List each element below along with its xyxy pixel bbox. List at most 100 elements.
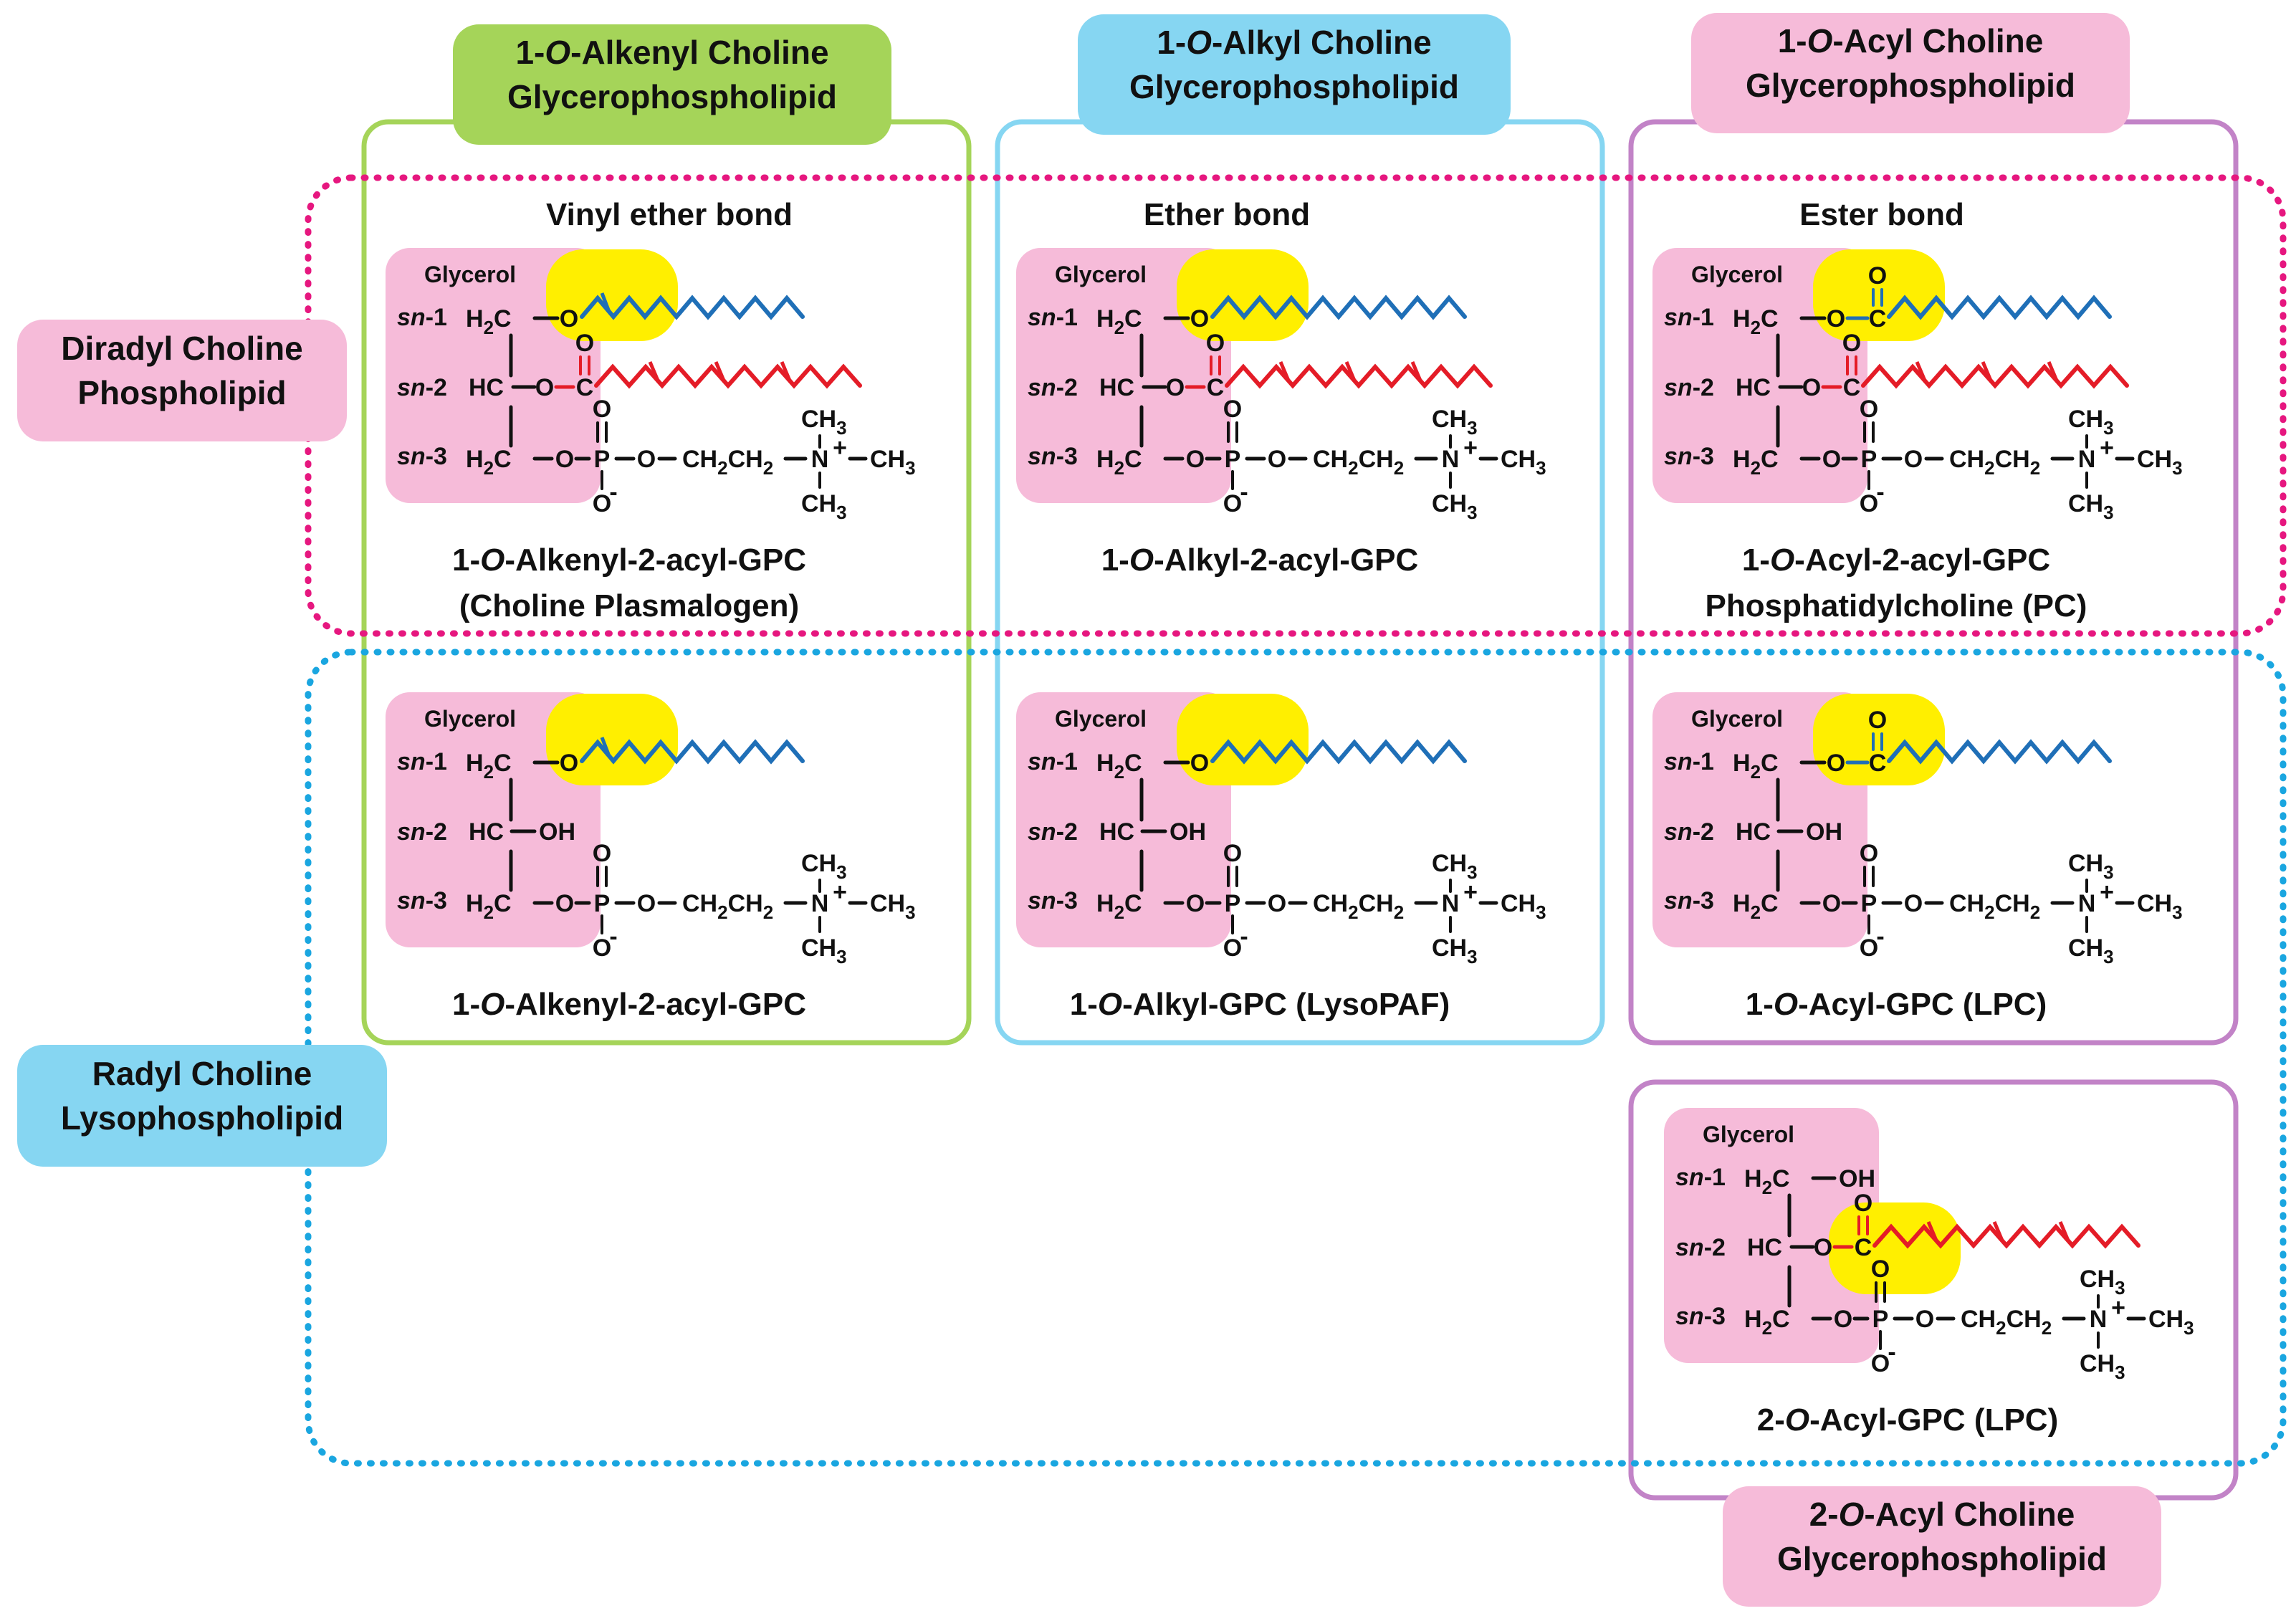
- molecule-name: 2-O-Acyl-GPC (LPC): [1757, 1402, 2058, 1438]
- glycerol-box: [1652, 692, 1867, 947]
- text-part: CH: [801, 934, 836, 962]
- text-part: H: [466, 890, 484, 917]
- sn-number: -3: [1693, 443, 1714, 470]
- phosphorus: P: [1861, 446, 1878, 473]
- text-part: CH: [1949, 890, 1984, 917]
- nitrogen: N: [1442, 890, 1460, 917]
- text-part: CH: [728, 446, 763, 473]
- name-part: -Alkyl Choline: [1212, 24, 1432, 61]
- oxygen-sn1: O: [1827, 305, 1845, 333]
- sn1-alkyl-chain: [1887, 739, 2112, 765]
- methyl-right: CH3: [1501, 890, 1546, 923]
- hydroxyl: OH: [1169, 818, 1206, 846]
- ester-oxygen: O: [637, 446, 656, 473]
- sn-number: -1: [426, 304, 447, 331]
- glycerol-box: [386, 248, 601, 503]
- methyl-top: CH3: [801, 406, 847, 439]
- ethylene-linker: CH2CH2: [1949, 890, 2040, 923]
- text-part: C: [1124, 305, 1142, 333]
- text-part: CH: [1432, 934, 1467, 962]
- sn-position-label: sn-3: [1675, 1303, 1726, 1330]
- sn-italic: sn: [397, 443, 426, 470]
- ester-oxygen: O: [1915, 1306, 1934, 1333]
- ethylene-linker: CH2CH2: [1313, 446, 1404, 479]
- sn-number: -2: [1693, 818, 1714, 846]
- sn2-acyl-chain: [1225, 363, 1493, 389]
- sn-italic: sn: [1028, 374, 1056, 401]
- methyl-bottom: CH3: [2068, 490, 2114, 523]
- group-label-text: Glycerophospholipid: [507, 78, 837, 115]
- name-part: -Acyl-GPC (LPC): [1809, 1402, 2058, 1438]
- name-part: -Acyl Choline: [1864, 1496, 2075, 1533]
- diradyl-frame: [305, 174, 2287, 637]
- double-bond: [648, 361, 660, 381]
- oxygen-sn3: O: [555, 446, 574, 473]
- carbon-sn1: H2C: [1733, 305, 1779, 338]
- name-part: 1-: [1101, 542, 1129, 578]
- label-box: [453, 24, 891, 145]
- glycerol-box: [386, 692, 601, 947]
- text-part: C: [1124, 446, 1142, 473]
- ester-oxygen: O: [1268, 446, 1286, 473]
- phosphorus: P: [1872, 1306, 1889, 1333]
- subscript: 3: [2115, 1277, 2125, 1299]
- text-part: H: [1096, 446, 1114, 473]
- group-label-text: Glycerophospholipid: [1746, 67, 2075, 104]
- glycerol-label: Glycerol: [1055, 706, 1147, 732]
- text-part: H: [1096, 305, 1114, 333]
- text-part: CH: [1359, 446, 1394, 473]
- double-bond: [714, 361, 726, 381]
- subscript: 2: [2030, 457, 2040, 479]
- text-part: CH: [1501, 446, 1536, 473]
- phosphate-oxygen: O: [1860, 934, 1878, 962]
- text-part: H: [1096, 750, 1114, 777]
- text-part: C: [494, 750, 512, 777]
- glycerol-box: [1664, 1108, 1879, 1363]
- subscript: 3: [905, 902, 915, 923]
- methyl-bottom: CH3: [801, 490, 847, 523]
- methyl-top: CH3: [2068, 850, 2114, 883]
- carbonyl-carbon: C: [1869, 305, 1887, 333]
- positive-charge: +: [2100, 879, 2114, 906]
- label-box: [17, 1045, 387, 1167]
- subscript: 2: [484, 902, 494, 923]
- text-part: CH: [2068, 850, 2103, 877]
- sn-position-label: sn-1: [397, 748, 447, 775]
- methyl-right: CH3: [2137, 890, 2183, 923]
- text-part: CH: [1995, 446, 2030, 473]
- carbon-sn2: HC: [1736, 818, 1771, 846]
- subscript: 3: [1536, 457, 1546, 479]
- bond-type-label-alkenyl: Vinyl ether bond: [546, 197, 793, 232]
- sn-position-label: sn-3: [1664, 887, 1714, 914]
- group-label-text: Glycerophospholipid: [1777, 1540, 2107, 1577]
- sn-italic: sn: [1675, 1303, 1704, 1330]
- name-part: 1-: [452, 542, 480, 578]
- carbon-sn3: H2C: [1096, 446, 1142, 479]
- methyl-top: CH3: [801, 850, 847, 883]
- carbonyl-carbon: C: [1869, 750, 1887, 777]
- bond-type-label-alkyl: Ether bond: [1144, 197, 1310, 232]
- subscript: 2: [1751, 902, 1761, 923]
- text-part: CH: [2148, 1306, 2183, 1333]
- sn-italic: sn: [1664, 748, 1693, 775]
- subscript: 2: [2042, 1317, 2052, 1339]
- negative-charge: -: [1240, 923, 1248, 950]
- sn-number: -2: [426, 818, 447, 846]
- phosphoryl-oxygen: O: [593, 840, 611, 867]
- text-part: CH: [1313, 446, 1348, 473]
- sn2-acyl-chain: [594, 363, 862, 389]
- carbonyl-carbon: C: [1207, 374, 1225, 401]
- phosphoryl-oxygen: O: [1871, 1256, 1890, 1283]
- sn-number: -1: [1056, 304, 1078, 331]
- carbon-sn1: H2C: [1096, 305, 1142, 338]
- phosphorus: P: [1861, 890, 1878, 917]
- sn-number: -2: [1056, 374, 1078, 401]
- sn-position-label: sn-3: [1028, 443, 1078, 470]
- methyl-right: CH3: [2137, 446, 2183, 479]
- subscript: 2: [1114, 761, 1124, 783]
- group-label-text: Lysophospholipid: [61, 1099, 343, 1137]
- phosphorus: P: [1225, 446, 1241, 473]
- carbonyl-oxygen: O: [1206, 330, 1225, 357]
- methyl-right: CH3: [870, 446, 916, 479]
- name-part: 1-: [1157, 24, 1186, 61]
